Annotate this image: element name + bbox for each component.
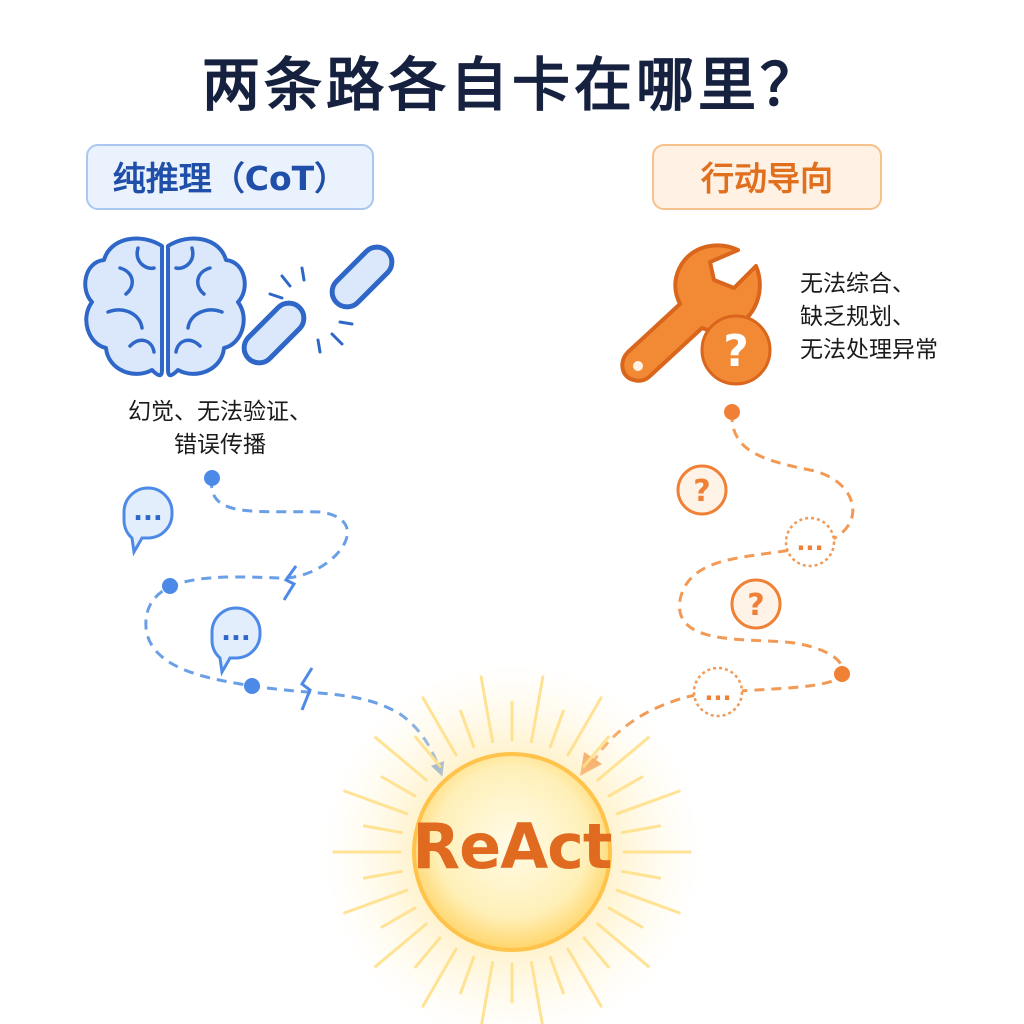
action-label-box: 行动导向 [652,144,882,210]
ellipsis-circle-icon: ... [784,516,836,568]
sun-ray [374,922,428,968]
path-node [724,404,740,420]
chat-bubble-icon: ... [122,486,174,557]
react-label: ReAct [412,810,612,883]
sun-ray [374,736,428,782]
svg-text:...: ... [704,678,731,706]
question-circle-icon: ? [700,314,772,386]
sun-ray [566,947,603,1008]
sun-ray [459,955,476,995]
path-node [834,666,850,682]
sun-ray [607,906,644,929]
left-dashed-path [144,477,445,777]
brain-icon [83,236,247,378]
sun-ray [582,735,610,768]
sun-ray [607,775,644,798]
sun-ray [362,869,404,880]
sun-ray [414,735,442,768]
bubble-ellipsis: ... [133,497,163,527]
page-title: 两条路各自卡在哪里？ [201,51,822,119]
sun-ray [615,789,681,816]
broken-chain-icon [241,244,395,366]
sun-ray [596,922,650,968]
sun-ray [480,960,495,1024]
sun-ray [343,789,409,816]
cot-caption-line: 错误传播 [174,432,266,458]
break-mark-icon [282,565,298,601]
sun-ray [615,888,681,915]
action-caption: 无法综合、 缺乏规划、 无法处理异常 [800,268,1010,367]
svg-text:...: ... [796,528,823,556]
sun-ray [414,936,442,969]
sun-ray [529,960,544,1024]
sun-ray [421,947,458,1008]
sun-ray [596,736,650,782]
path-node [162,578,178,594]
question-circle-icon: ? [730,578,782,630]
bubble-ellipsis: ... [221,617,251,647]
action-label: 行动导向 [701,159,833,198]
svg-text:?: ? [723,326,749,377]
react-core-circle [412,752,612,952]
sun-ray [343,888,409,915]
break-mark-icon [299,667,314,711]
sun-ray [479,675,495,744]
cot-label: 纯推理（CoT） [112,159,348,198]
path-node [204,470,220,486]
sun-ray [548,709,565,749]
sun-ray [620,824,662,835]
action-caption-line: 缺乏规划、 [800,304,915,330]
sun-ray [566,696,603,757]
cot-label-box: 纯推理（CoT） [86,144,374,210]
sun-ray [582,936,610,969]
svg-text:?: ? [747,588,764,623]
sun-ray [620,869,662,880]
sun-ray [380,906,417,929]
question-circle-icon: ? [676,464,728,516]
sun-ray [529,675,545,744]
sun-ray [548,955,565,995]
sun-ray [362,824,404,835]
sun-ray [421,696,458,757]
chat-bubble-icon: ... [210,606,262,677]
cot-caption-line: 幻觉、无法验证、 [128,399,312,425]
action-caption-line: 无法综合、 [800,271,915,297]
sun-ray [380,775,417,798]
action-caption-line: 无法处理异常 [800,337,938,363]
ellipsis-circle-icon: ... [692,666,744,718]
wrench-icon [620,243,762,383]
cot-caption: 幻觉、无法验证、 错误传播 [100,396,340,462]
react-sun [322,662,702,1024]
svg-text:?: ? [693,474,710,509]
path-node [244,678,260,694]
sun-ray [459,709,476,749]
